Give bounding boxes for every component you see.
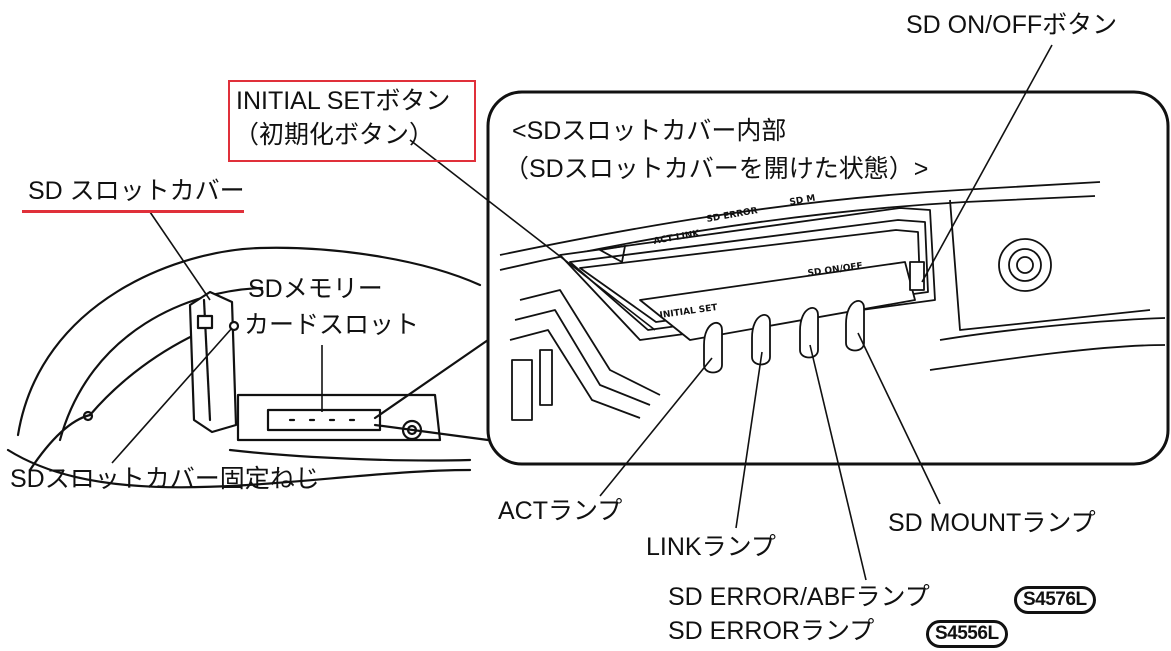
leader-slot-screw	[111, 327, 233, 464]
label-initial-set-button-sub: （初期化ボタン）	[234, 121, 435, 149]
model-badge-s4556l: S4556L	[926, 620, 1008, 648]
label-sd-memory-card-slot: SDメモリー	[248, 275, 383, 303]
label-sd-on-off-button: SD ON/OFFボタン	[906, 11, 1118, 39]
leader-sd-on-off	[921, 44, 1053, 283]
inset-title: <SDスロットカバー内部	[512, 117, 787, 145]
slot-cover-door	[188, 290, 238, 434]
leader-sd-error	[809, 344, 867, 581]
label-sd-mount-lamp: SD MOUNTランプ	[888, 509, 1096, 537]
label-sd-slot-cover-screw: SDスロットカバー固定ねじ	[10, 465, 320, 493]
inset-subtitle: （SDスロットカバーを開けた状態）>	[504, 155, 929, 183]
leader-slot-cover	[149, 211, 211, 301]
camera-housing	[16, 246, 482, 437]
leader-sd-mount	[857, 332, 941, 505]
camera-housing-inner	[58, 286, 264, 442]
label-sd-error-lamp: SD ERRORランプ	[668, 617, 875, 645]
label-sd-memory-card-slot-2: カードスロット	[244, 311, 420, 339]
leader-lines	[111, 44, 1053, 581]
leader-link	[735, 351, 763, 529]
slot-cover-underline	[22, 210, 244, 213]
leader-act	[599, 357, 713, 497]
initial-set-highlight	[228, 80, 476, 162]
camera-base-rim	[6, 448, 472, 489]
label-link-lamp: LINKランプ	[646, 533, 776, 561]
label-act-lamp: ACTランプ	[498, 497, 623, 525]
label-initial-set-button: INITIAL SETボタン	[236, 87, 451, 115]
label-sd-slot-cover: SD スロットカバー	[28, 177, 245, 205]
cover-cable	[28, 413, 92, 472]
print-sd-mount: SD M	[789, 194, 816, 208]
label-sd-error-abf-lamp: SD ERROR/ABFランプ	[668, 583, 930, 611]
zoom-wedge	[373, 338, 490, 442]
leader-initial-set	[409, 139, 656, 331]
inset-slot-detail	[499, 181, 1166, 421]
model-badge-s4576l: S4576L	[1014, 586, 1096, 614]
